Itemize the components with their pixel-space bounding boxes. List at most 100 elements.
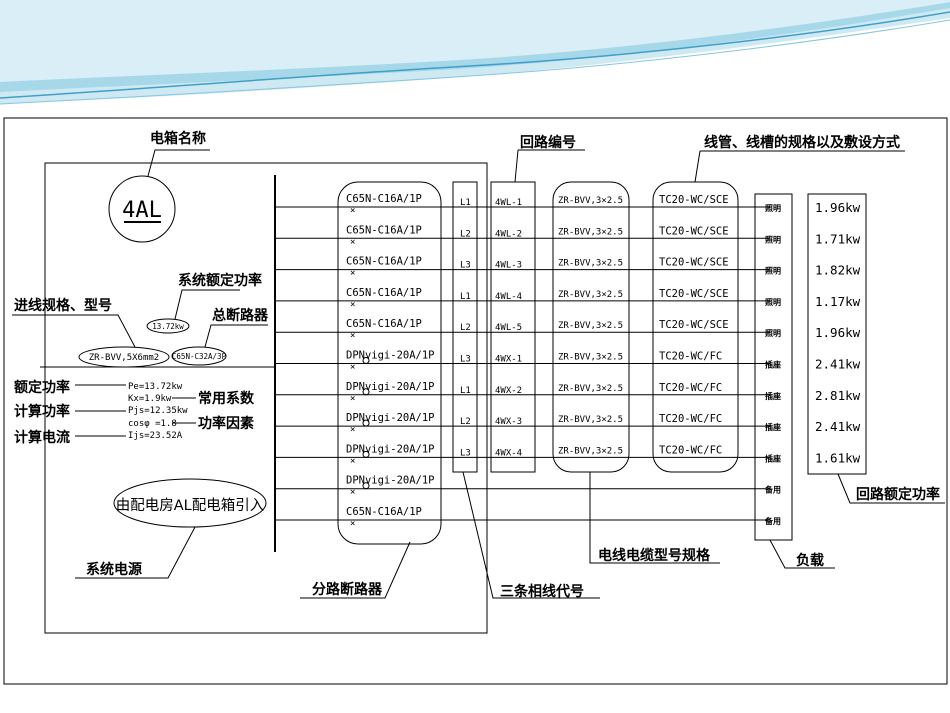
source-note: 由配电房AL配电箱引入 (116, 497, 265, 514)
conduit-spec: TC20-WC/FC (659, 444, 722, 456)
rcd-symbol (362, 482, 370, 490)
header-wave-decoration (0, 0, 950, 105)
ijs-value: Ijs=23.52A (128, 431, 183, 441)
breaker-switch-mark: × (350, 394, 355, 404)
conduit-spec: TC20-WC/SCE (659, 288, 729, 300)
source-label: 系统电源 (86, 561, 142, 578)
load-type: 照明 (765, 204, 781, 213)
breaker-model: DPNvigi-20A/1P (346, 475, 435, 487)
phase-code: L1 (460, 386, 471, 396)
pe-label: 额定功率 (14, 379, 70, 396)
circuit-id: 4WX-4 (495, 448, 522, 458)
power-group-outline (807, 193, 867, 475)
cable-group-outline (552, 181, 630, 473)
cable-spec: ZR-BVV,3×2.5 (558, 353, 623, 363)
breaker-model: DPNvigi-20A/1P (346, 412, 435, 424)
cable-spec: ZR-BVV,3×2.5 (558, 227, 623, 237)
pe-value: Pe=13.72kw (128, 382, 183, 392)
cable-spec: ZR-BVV,3×2.5 (558, 259, 623, 269)
load-type: 照明 (765, 329, 781, 338)
cable-spec: ZR-BVV,3×2.5 (558, 290, 623, 300)
circuit-power: 1.96kw (815, 325, 861, 340)
conduit-spec: TC20-WC/SCE (659, 225, 729, 237)
breaker-switch-mark: × (350, 237, 355, 247)
pjs-value: Pjs=12.35kw (128, 406, 188, 416)
circuit-power: 1.82kw (815, 263, 861, 278)
branch-breaker-label: 分路断路器 (312, 581, 383, 598)
breaker-model: C65N-C16A/1P (346, 256, 422, 268)
circuit-power: 1.71kw (815, 231, 861, 246)
branch-breaker-callout: 分路断路器 (300, 541, 411, 599)
rcd-symbol (362, 450, 370, 458)
ijs-label: 计算电流 (14, 429, 70, 446)
system-power-label: 系统额定功率 (178, 272, 262, 289)
circuit-id: 4WL-3 (495, 261, 522, 271)
system-power-callout: 13.72kw 系统额定功率 (146, 272, 262, 334)
kx-label: 常用系数 (198, 390, 255, 407)
breaker-model: DPNvigi-20A/1P (346, 350, 435, 362)
breaker-model: C65N-C16A/1P (346, 287, 422, 299)
conduit-spec: TC20-WC/SCE (659, 194, 729, 206)
breaker-model: DPNvigi-20A/1P (346, 443, 435, 455)
circuit-power: 1.96kw (815, 200, 861, 215)
circuit-no-callout: 回路编号 (514, 134, 585, 183)
phase-callout: 三条相线代号 (462, 471, 600, 600)
conduit-label: 线管、线槽的规格以及敷设方式 (704, 134, 900, 151)
conduit-spec: TC20-WC/FC (659, 382, 722, 394)
breaker-switch-mark: × (350, 331, 355, 341)
source-callout: 由配电房AL配电箱引入 系统电源 (75, 478, 267, 579)
panel-box (44, 162, 488, 634)
cable-model-label: 电线电缆型号规格 (598, 547, 711, 564)
cable-spec: ZR-BVV,3×2.5 (558, 415, 623, 425)
load-type: 照明 (765, 235, 781, 244)
phase-code: L3 (460, 448, 471, 458)
rcd-symbol (362, 419, 370, 427)
kx-value: Kx=1.9kw (128, 394, 172, 404)
rcd-symbol (362, 388, 370, 396)
incoming-cable-callout: ZR-BVV,5X6mm2 进线规格、型号 (12, 297, 170, 368)
load-group-outline (754, 193, 793, 541)
conduit-spec: TC20-WC/FC (659, 413, 722, 425)
cable-model-callout: 电线电缆型号规格 (589, 472, 720, 564)
breaker-model: C65N-C16A/1P (346, 193, 422, 205)
rcd-symbol (362, 357, 370, 364)
load-type: 照明 (765, 298, 781, 307)
phase-code: L2 (460, 417, 471, 427)
breaker-switch-mark: × (350, 488, 355, 498)
box-name-label: 电箱名称 (150, 130, 206, 147)
breaker-switch-mark: × (350, 425, 355, 435)
breaker-switch-mark: × (350, 269, 355, 279)
phase-code: L1 (460, 198, 471, 208)
circuit-power: 2.41kw (815, 419, 861, 434)
breaker-model: C65N-C16A/1P (346, 506, 422, 518)
circuit-id: 4WL-1 (495, 198, 522, 208)
cable-spec: ZR-BVV,3×2.5 (558, 446, 623, 456)
breaker-switch-mark: × (350, 456, 355, 466)
breaker-switch-mark: × (350, 519, 355, 529)
circuit-id: 4WX-2 (495, 386, 522, 396)
circuit-power: 1.17kw (815, 294, 861, 309)
breaker-switch-mark: × (350, 206, 355, 216)
load-type: 插座 (765, 391, 781, 401)
phase-code: L3 (460, 261, 471, 271)
outer-frame (3, 117, 948, 685)
circuit-id: 4WX-3 (495, 417, 522, 427)
breaker-model: DPNvigi-20A/1P (346, 381, 435, 393)
phase-label: 三条相线代号 (500, 583, 584, 600)
conduit-spec: TC20-WC/SCE (659, 257, 729, 269)
circuit-power-callout: 回路额定功率 (837, 473, 945, 504)
main-breaker-value: C65N-C32A/3P (172, 352, 227, 361)
load-type: 照明 (765, 267, 781, 276)
cable-spec: ZR-BVV,3×2.5 (558, 196, 623, 206)
load-type: 插座 (765, 453, 781, 463)
cos-label: 功率因素 (198, 415, 254, 432)
incoming-cable-label: 进线规格、型号 (14, 297, 112, 314)
circuit-power: 2.41kw (815, 357, 861, 372)
circuit-id-group-outline (490, 181, 536, 473)
main-breaker-label: 总断路器 (212, 307, 269, 324)
circuit-id: 4WL-5 (495, 323, 522, 333)
load-callout: 负载 (769, 539, 835, 569)
cable-spec: ZR-BVV,3×2.5 (558, 384, 623, 394)
